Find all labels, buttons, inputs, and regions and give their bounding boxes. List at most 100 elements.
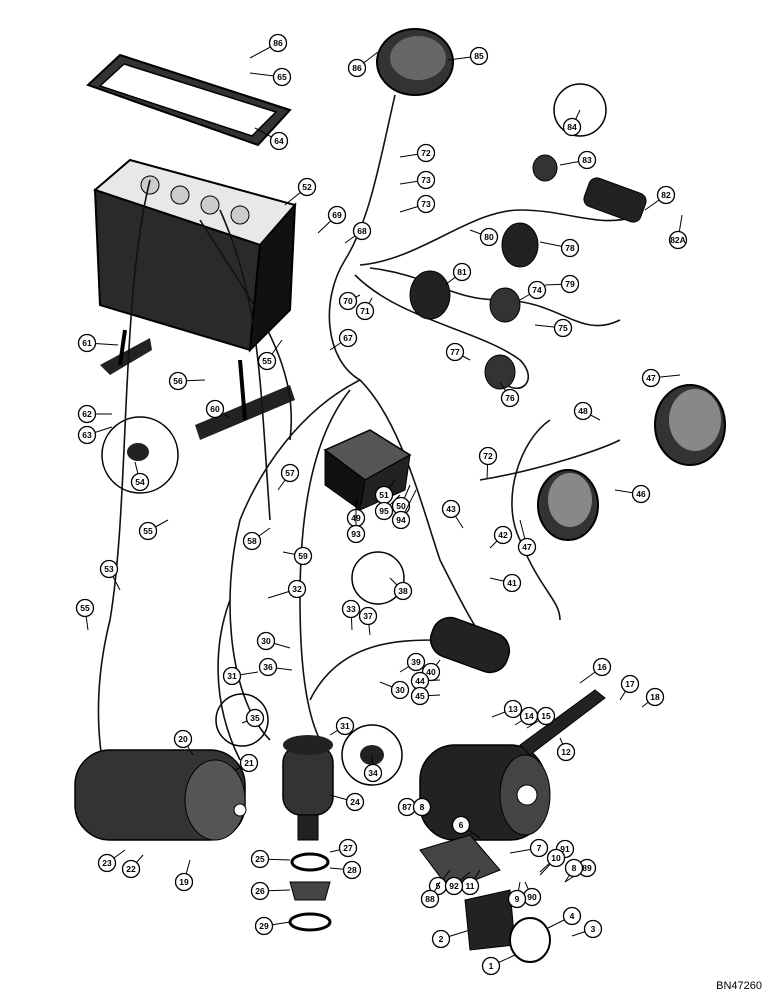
callout-label: 93 (351, 529, 361, 539)
callout-label: 16 (597, 662, 607, 672)
distributor (282, 735, 334, 841)
callout-c95: 95 (374, 494, 401, 521)
callout-c27: 27 (329, 838, 358, 858)
callout-c81: 81 (444, 262, 472, 286)
callout-label: 3 (591, 924, 596, 934)
callout-bubble (553, 318, 573, 338)
callout-c34: 34 (363, 754, 383, 783)
callout-bubble (451, 815, 471, 835)
callout-c89: 89 (564, 858, 597, 883)
callout-label: 92 (449, 881, 459, 891)
callout-c10: 10 (539, 848, 566, 876)
callout-bubble (478, 446, 498, 466)
callout-c29: 29 (254, 916, 291, 936)
callout-label: 14 (524, 711, 534, 721)
callout-bubble (272, 67, 292, 87)
callout-label: 47 (522, 542, 532, 552)
callout-c93: 93 (346, 500, 366, 544)
callout-label: 7 (537, 843, 542, 853)
callout-label: 78 (565, 243, 575, 253)
callout-bubble (390, 680, 410, 700)
callout-c39: 39 (399, 652, 426, 673)
callout-c20: 20 (173, 729, 194, 756)
battery-hold-down-frame (86, 53, 292, 147)
callout-c55b: 55 (138, 519, 169, 541)
horn (376, 28, 454, 96)
callout-label: 94 (396, 515, 406, 525)
callout-c33: 33 (341, 599, 361, 631)
callout-c82a: 82A (668, 214, 688, 250)
callout-label: 40 (426, 667, 436, 677)
callout-bubble (668, 230, 688, 250)
callout-label: 45 (415, 691, 425, 701)
callout-c22: 22 (121, 854, 144, 879)
callout-label: 86 (273, 38, 283, 48)
callout-c65: 65 (249, 67, 292, 87)
callout-bubble (342, 860, 362, 880)
callout-c53: 53 (99, 559, 121, 591)
callout-bubble (507, 889, 527, 909)
callout-bubble (631, 484, 651, 504)
callout-bubble (293, 546, 313, 566)
callout-bubble (257, 351, 277, 371)
callout-c17: 17 (619, 674, 640, 701)
callout-label: 59 (298, 551, 308, 561)
callout-label: 26 (255, 886, 265, 896)
callout-label: 12 (561, 747, 571, 757)
callout-bubble (656, 185, 676, 205)
callout-label: 62 (82, 409, 92, 419)
callout-label: 81 (457, 267, 467, 277)
fan-belt (519, 689, 606, 756)
callout-label: 64 (274, 136, 284, 146)
callout-label: 82A (670, 235, 686, 245)
callout-bubble (250, 881, 270, 901)
callout-c30b: 30 (379, 680, 410, 700)
callout-c37: 37 (358, 606, 378, 636)
callout-bubble (592, 657, 612, 677)
callout-label: 10 (551, 853, 561, 863)
callout-c21: 21 (234, 753, 259, 773)
callout-label: 82 (661, 190, 671, 200)
callout-c70: 70 (338, 291, 361, 311)
callout-c43: 43 (441, 499, 464, 529)
callout-c31a: 31 (222, 666, 259, 686)
callout-bubble (416, 194, 436, 214)
callout-label: 47 (646, 373, 656, 383)
callout-label: 55 (80, 603, 90, 613)
callout-c9: 9 (507, 881, 527, 909)
callout-c47a: 47 (641, 368, 681, 388)
callout-c58: 58 (242, 527, 271, 551)
callout-bubble (363, 763, 383, 783)
callout-bubble (469, 46, 489, 66)
callout-c73a: 73 (399, 170, 436, 190)
callout-c16: 16 (579, 657, 612, 684)
callout-bubble (410, 686, 430, 706)
callout-label: 4 (570, 911, 575, 921)
callout-label: 6 (459, 820, 464, 830)
callout-c3: 3 (571, 919, 603, 939)
callout-bubble (412, 797, 432, 817)
callout-label: 71 (360, 306, 370, 316)
callout-bubble (347, 58, 367, 78)
callout-label: 17 (625, 679, 635, 689)
callout-c42: 42 (489, 525, 513, 549)
callout-bubble (562, 117, 582, 137)
callout-bubble (338, 838, 358, 858)
callout-label: 69 (332, 210, 342, 220)
callout-label: 42 (498, 530, 508, 540)
callout-bubble (391, 510, 411, 530)
callout-c92: 92 (444, 871, 471, 896)
callout-bubble (245, 708, 265, 728)
callout-bubble (256, 631, 276, 651)
callout-label: 95 (379, 506, 389, 516)
callout-c24: 24 (329, 792, 365, 812)
callout-bubble (99, 559, 119, 579)
callout-label: 53 (104, 564, 114, 574)
callout-label: 15 (541, 711, 551, 721)
callout-label: 54 (135, 477, 145, 487)
callout-c6: 6 (451, 815, 481, 839)
callout-bubble (254, 916, 274, 936)
callout-bubble (493, 525, 513, 545)
callout-bubble (441, 499, 461, 519)
callout-c72b: 72 (478, 446, 498, 479)
